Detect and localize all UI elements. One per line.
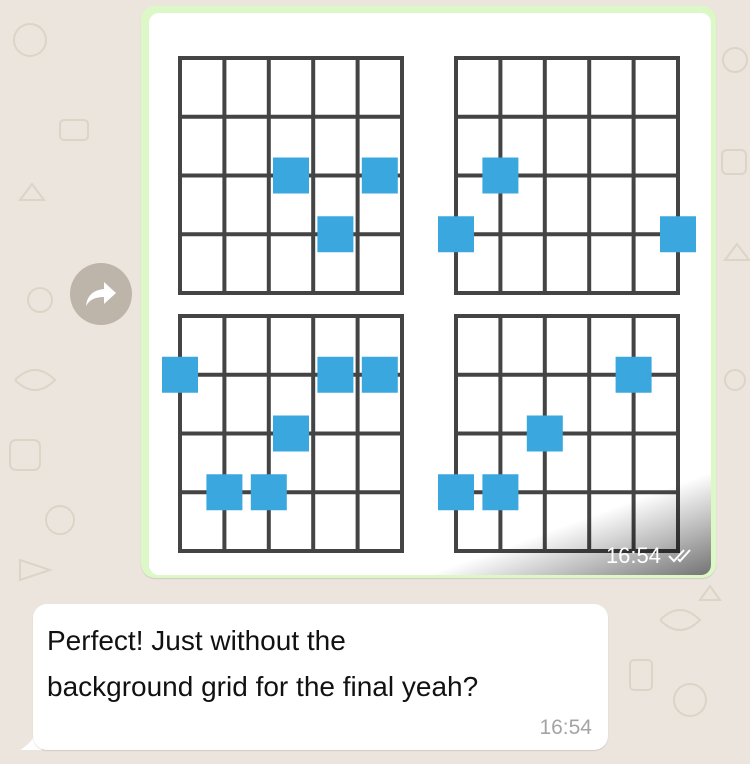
forward-button[interactable] — [70, 263, 132, 325]
blue-marker — [273, 157, 309, 194]
blue-marker — [482, 474, 519, 511]
blue-marker — [273, 415, 309, 452]
blue-marker — [361, 356, 398, 393]
message-text: Perfect! Just without the background gri… — [47, 625, 479, 702]
blue-marker — [438, 474, 474, 511]
grid-diagram-top-left — [178, 56, 404, 295]
blue-marker — [317, 356, 354, 393]
grid-diagram-bottom-right — [438, 314, 680, 553]
blue-marker — [482, 157, 519, 194]
image-timestamp: 16:54 — [605, 543, 661, 568]
blue-marker — [250, 474, 287, 511]
message-timestamp: 16:54 — [539, 716, 592, 739]
blue-marker — [526, 415, 563, 452]
image-attachment[interactable]: 16:54 — [149, 13, 711, 575]
blue-marker — [206, 474, 243, 511]
chord-diagrams-image — [162, 56, 696, 553]
incoming-message-bubble[interactable]: Perfect! Just without the background gri… — [33, 604, 608, 750]
forward-arrow-icon — [86, 282, 116, 306]
grid-diagram-top-right — [438, 56, 696, 295]
blue-marker — [317, 216, 354, 253]
image-meta: 16:54 — [606, 543, 697, 569]
double-check-icon — [668, 549, 691, 563]
blue-marker — [615, 356, 652, 393]
blue-marker — [438, 216, 474, 253]
grid-diagram-bottom-left — [162, 314, 404, 553]
blue-marker — [361, 157, 398, 194]
blue-marker — [660, 216, 696, 253]
blue-marker — [162, 356, 198, 393]
